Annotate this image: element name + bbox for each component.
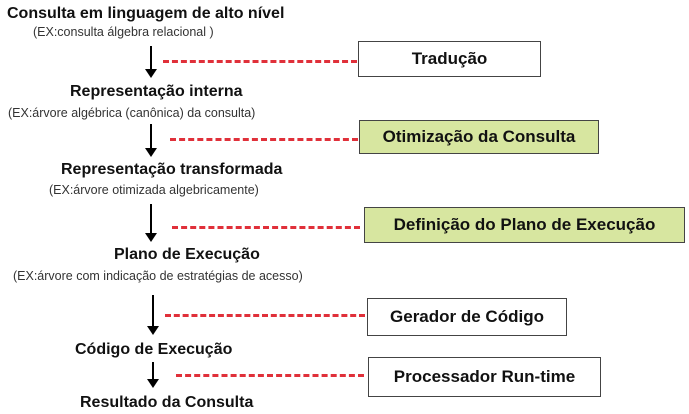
stage-note-query: (EX:consulta álgebra relacional ) bbox=[33, 25, 214, 39]
stage-title-execution-code: Código de Execução bbox=[75, 341, 233, 358]
stage-title-query-result: Resultado da Consulta bbox=[80, 394, 254, 411]
step-box-query-optimization: Otimização da Consulta bbox=[359, 120, 599, 154]
down-arrow-4 bbox=[146, 295, 160, 335]
down-arrow-3 bbox=[144, 204, 158, 242]
dashed-connector-1 bbox=[163, 60, 357, 63]
stage-title-transformed-rep: Representação transformada bbox=[61, 161, 283, 178]
dashed-connector-3 bbox=[172, 226, 360, 229]
down-arrow-2 bbox=[144, 124, 158, 157]
dashed-connector-2 bbox=[170, 138, 358, 141]
down-arrow-5 bbox=[146, 362, 160, 388]
dashed-connector-4 bbox=[165, 314, 365, 317]
stage-title-internal-rep: Representação interna bbox=[70, 83, 243, 100]
dashed-connector-5 bbox=[176, 374, 364, 377]
step-box-translation: Tradução bbox=[358, 41, 541, 77]
step-box-code-generator: Gerador de Código bbox=[367, 298, 567, 336]
stage-title-execution-plan: Plano de Execução bbox=[114, 246, 260, 263]
stage-note-execution-plan: (EX:árvore com indicação de estratégias … bbox=[13, 269, 303, 283]
stage-note-transformed-rep: (EX:árvore otimizada algebricamente) bbox=[49, 183, 259, 197]
stage-title-query: Consulta em linguagem de alto nível bbox=[7, 5, 285, 22]
step-box-runtime-processor: Processador Run-time bbox=[368, 357, 601, 397]
down-arrow-1 bbox=[144, 46, 158, 78]
step-box-execution-plan-definition: Definição do Plano de Execução bbox=[364, 207, 685, 243]
stage-note-internal-rep: (EX:árvore algébrica (canônica) da consu… bbox=[8, 106, 256, 120]
